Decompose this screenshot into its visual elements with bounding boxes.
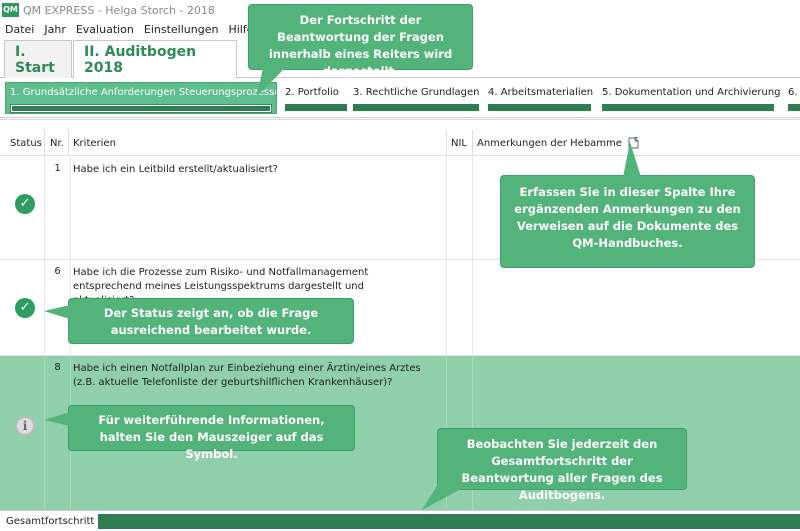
status-cell: i: [0, 356, 45, 510]
nil-cell[interactable]: [447, 157, 473, 259]
total-progress-bar: [98, 514, 800, 529]
section-progress-bar: [285, 104, 347, 111]
menu-evaluation[interactable]: Evaluation: [75, 22, 134, 36]
section-tab-2[interactable]: 2. Portfolio: [285, 87, 347, 111]
callout-arrow: [623, 142, 641, 177]
status-footer: Gesamtfortschritt: [0, 510, 800, 531]
nil-cell[interactable]: [447, 260, 473, 355]
col-notes[interactable]: Anmerkungen der Hebamme: [473, 130, 800, 156]
menu-bar: Datei Jahr Evaluation Einstellungen Hilf…: [0, 20, 800, 38]
section-tab-label: 5. Dokumentation und Archivierung: [602, 87, 781, 98]
section-progress-bar: [353, 104, 479, 111]
app-logo-icon: QM: [2, 3, 19, 17]
notes-cell[interactable]: [473, 260, 800, 355]
check-icon: ✓: [15, 194, 35, 214]
tab-auditbogen[interactable]: II. Auditbogen 2018: [73, 40, 237, 79]
callout-arrow: [422, 484, 470, 510]
section-tab-label: 2. Portfolio: [285, 87, 339, 98]
col-notes-label: Anmerkungen der Hebamme: [477, 137, 622, 149]
document-icon[interactable]: [628, 137, 639, 149]
col-nr[interactable]: Nr.: [45, 130, 69, 156]
section-tab-label: 1. Grundsätzliche Anforderungen Steuerun…: [10, 87, 277, 98]
section-tab-label: 3. Rechtliche Grundlagen: [353, 87, 480, 98]
section-progress-bar: [602, 104, 774, 111]
section-tab-1[interactable]: 1. Grundsätzliche Anforderungen Steuerun…: [5, 82, 277, 114]
callout-notes-column: Erfassen Sie in dieser Spalte Ihre ergän…: [500, 175, 755, 268]
info-icon[interactable]: i: [15, 416, 35, 436]
status-cell: ✓: [0, 260, 45, 355]
section-progress-bar: [788, 104, 800, 111]
check-icon: ✓: [15, 298, 35, 318]
callout-info: Für weiterführende Informationen, halten…: [68, 405, 355, 461]
section-tab-3[interactable]: 3. Rechtliche Grundlagen: [353, 87, 480, 111]
status-cell: ✓: [0, 157, 45, 259]
main-tabs: I. Start II. Auditbogen 2018: [0, 38, 800, 79]
menu-datei[interactable]: Datei: [5, 22, 35, 36]
tab-start[interactable]: I. Start: [4, 40, 72, 78]
callout-status: Der Status zeigt an, ob die Frage ausrei…: [68, 298, 354, 344]
window-title: QM EXPRESS - Helga Storch - 2018: [23, 3, 215, 17]
table-row[interactable]: ✓ 1 Habe ich ein Leitbild erstellt/aktua…: [0, 157, 800, 260]
callout-arrow: [257, 68, 285, 96]
section-progress-fill: [12, 106, 270, 111]
callout-arrow: [44, 305, 70, 319]
row-number: 1: [45, 157, 71, 259]
col-status[interactable]: Status: [0, 130, 45, 156]
section-tab-label: 6.: [788, 87, 798, 98]
section-progress-bar: [488, 104, 591, 111]
section-tab-4[interactable]: 4. Arbeitsmaterialien: [488, 87, 594, 111]
menu-jahr[interactable]: Jahr: [44, 22, 66, 36]
section-tab-5[interactable]: 5. Dokumentation und Archivierung: [602, 87, 781, 111]
menu-einstellungen[interactable]: Einstellungen: [143, 22, 219, 36]
table-header: Status Nr. Kriterien NIL Anmerkungen der…: [0, 130, 800, 156]
section-tabs: 1. Grundsätzliche Anforderungen Steuerun…: [0, 78, 800, 118]
col-criteria[interactable]: Kriterien: [69, 130, 447, 156]
section-tab-6[interactable]: 6.: [788, 87, 800, 111]
total-progress-label: Gesamtfortschritt: [6, 515, 95, 527]
callout-progress-tabs: Der Fortschritt der Beantwortung der Fra…: [248, 4, 473, 78]
menu-hilfe[interactable]: Hilfe: [228, 22, 254, 36]
callout-total-progress: Beobachten Sie jederzeit den Gesamtforts…: [437, 428, 687, 502]
col-nil[interactable]: NIL: [447, 130, 473, 156]
section-tab-label: 4. Arbeitsmaterialien: [488, 87, 594, 98]
section-progress-bar: [10, 104, 272, 113]
callout-arrow: [44, 412, 70, 426]
criteria-text: Habe ich ein Leitbild erstellt/aktualisi…: [69, 157, 447, 259]
